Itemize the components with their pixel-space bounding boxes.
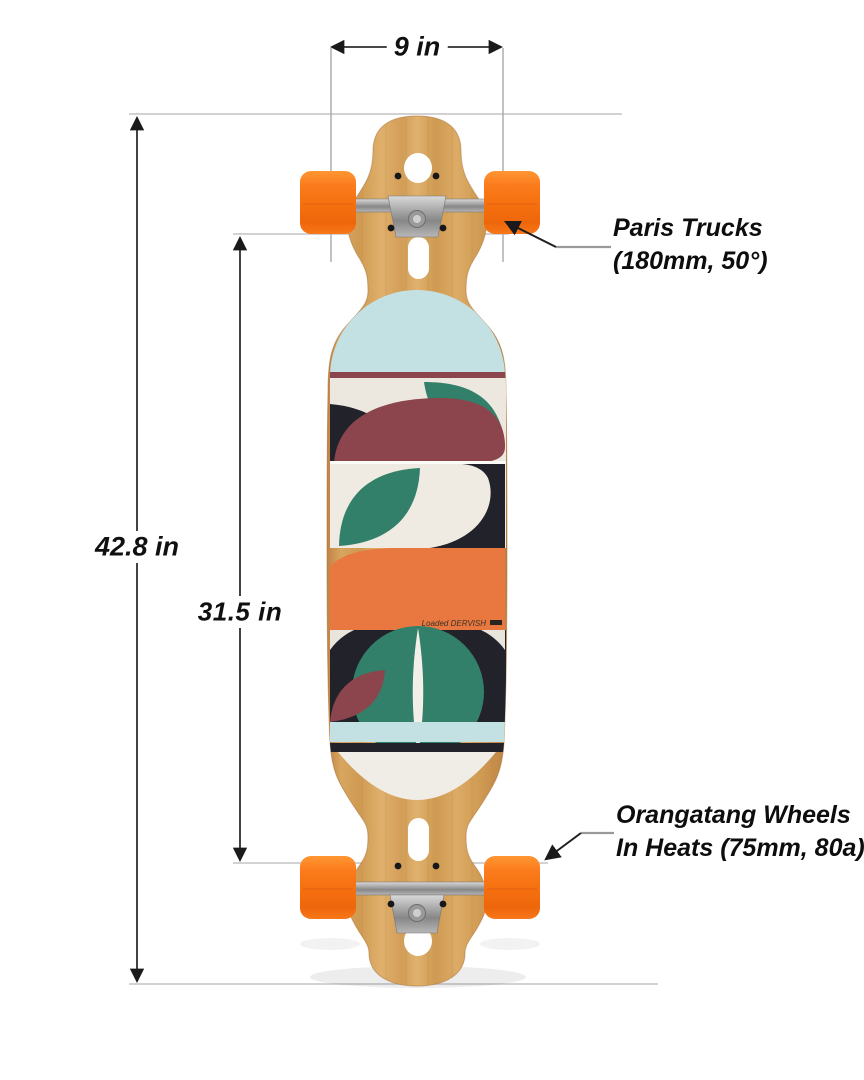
art-black-bar	[330, 743, 506, 752]
deck-logo-block	[490, 620, 502, 625]
art-pale-blue-band	[330, 722, 506, 742]
truck-screw	[432, 862, 440, 870]
art-orange-leaf-band	[330, 548, 505, 630]
tail-cutout	[404, 926, 432, 956]
art-cream-corner-right	[481, 630, 505, 650]
wheel-bottom-right	[484, 856, 540, 919]
truck-screw	[387, 900, 395, 908]
top-truck	[300, 171, 540, 238]
wheels-callout-line1: Orangatang Wheels	[616, 801, 851, 829]
truck-kingpin-nut	[413, 909, 421, 917]
truck-kingpin-nut	[413, 215, 421, 223]
bottom-truck	[300, 856, 540, 934]
trucks-callout-line1: Paris Trucks	[613, 214, 763, 242]
extension-lines	[129, 48, 658, 985]
wheel-bottom-left	[300, 856, 356, 919]
art-cream-corner-left	[330, 630, 354, 650]
art-maroon-bar	[330, 372, 505, 378]
nose-cutout	[404, 153, 432, 183]
dimension-lines	[129, 39, 504, 984]
wheels-callout-line2: In Heats (75mm, 80a)	[616, 834, 864, 862]
width-dimension-label: 9 in	[386, 31, 448, 63]
art-white-bottom-semicircle	[338, 752, 496, 800]
wheel-shadow	[300, 938, 360, 950]
wheel-top-right	[484, 171, 540, 234]
truck-screw	[387, 224, 395, 232]
art-pale-blue-semicircle	[330, 290, 505, 377]
trucks-callout: Paris Trucks (180mm, 50°)	[613, 212, 768, 278]
truck-screw	[432, 172, 440, 180]
callout-leaders	[503, 220, 614, 861]
wheel-shadow	[480, 938, 540, 950]
deck-logo-text: Loaded DERVISH	[422, 619, 487, 628]
deck-art: Loaded DERVISH	[330, 290, 506, 800]
truck-screw	[439, 224, 447, 232]
wheels-callout: Orangatang Wheels In Heats (75mm, 80a)	[616, 799, 864, 865]
deck-cutouts	[404, 153, 432, 956]
art-maroon-leaf-bottom	[330, 670, 385, 722]
truck-screw	[394, 172, 402, 180]
trucks-callout-line2: (180mm, 50°)	[613, 247, 768, 275]
truck-screw	[394, 862, 402, 870]
art-white-leaf	[429, 464, 481, 546]
trucks-leader-arrow	[503, 220, 557, 248]
wheelbase-dimension-label: 31.5 in	[190, 596, 290, 628]
truck-screw	[439, 900, 447, 908]
wheel-top-left	[300, 171, 356, 234]
art-teal-leaf-left	[339, 468, 420, 546]
top-slot-cutout	[408, 237, 429, 279]
bottom-slot-cutout	[408, 818, 429, 861]
art-separator-line	[330, 461, 506, 464]
length-dimension-label: 42.8 in	[87, 531, 187, 563]
art-maroon-leaf	[334, 398, 505, 463]
art-black-crescent	[430, 464, 505, 548]
wheels-leader-arrow	[544, 832, 582, 861]
